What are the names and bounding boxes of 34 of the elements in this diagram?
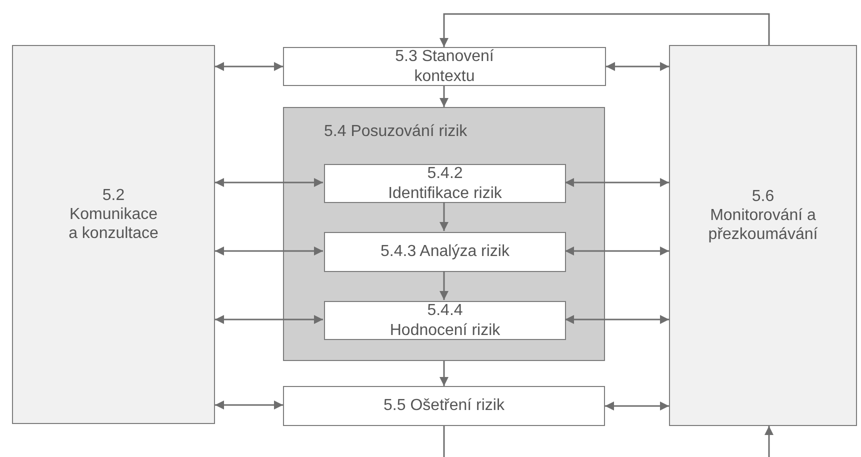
box-number: 5.2 [101, 186, 126, 205]
connector-arrow [565, 178, 669, 187]
connector-arrow [440, 361, 448, 386]
side-box [12, 45, 215, 424]
box-label: 5.5 Ošetření rizik [382, 396, 506, 416]
connector-arrow [605, 402, 669, 410]
connector-arrow [215, 315, 323, 324]
box-label: 5.4.3 Analýza rizik [380, 242, 510, 262]
box-label: 5.3 Stanovení kontextu [394, 47, 495, 86]
process-box [283, 47, 606, 86]
process-box [283, 386, 605, 426]
connector-arrow [565, 246, 669, 256]
process-box [324, 232, 566, 272]
group-title: 5.4 Posuzování rizik [324, 122, 468, 142]
connector-arrow [565, 315, 669, 324]
box-label: 5.4.4 Hodnocení rizik [388, 301, 502, 340]
group-box [283, 107, 605, 361]
connector-arrow [764, 426, 774, 457]
box-label: 5.4.2 Identifikace rizik [387, 164, 503, 203]
box-number: 5.6 [750, 186, 776, 206]
connector-arrow [440, 86, 448, 107]
side-box [669, 45, 857, 426]
connector-arrow [606, 62, 669, 71]
box-label: Monitorování a přezkoumávání [707, 206, 819, 244]
connector-arrow [215, 246, 323, 256]
process-box [324, 301, 566, 340]
process-box [324, 164, 566, 203]
connector-arrow [440, 271, 448, 300]
connector-arrow [440, 13, 770, 47]
connector-arrow [440, 202, 448, 231]
connector-arrow [215, 400, 283, 410]
box-label: Komunikace a konzultace [68, 204, 160, 244]
connector-arrow [215, 62, 283, 71]
connector-arrow [215, 178, 323, 187]
